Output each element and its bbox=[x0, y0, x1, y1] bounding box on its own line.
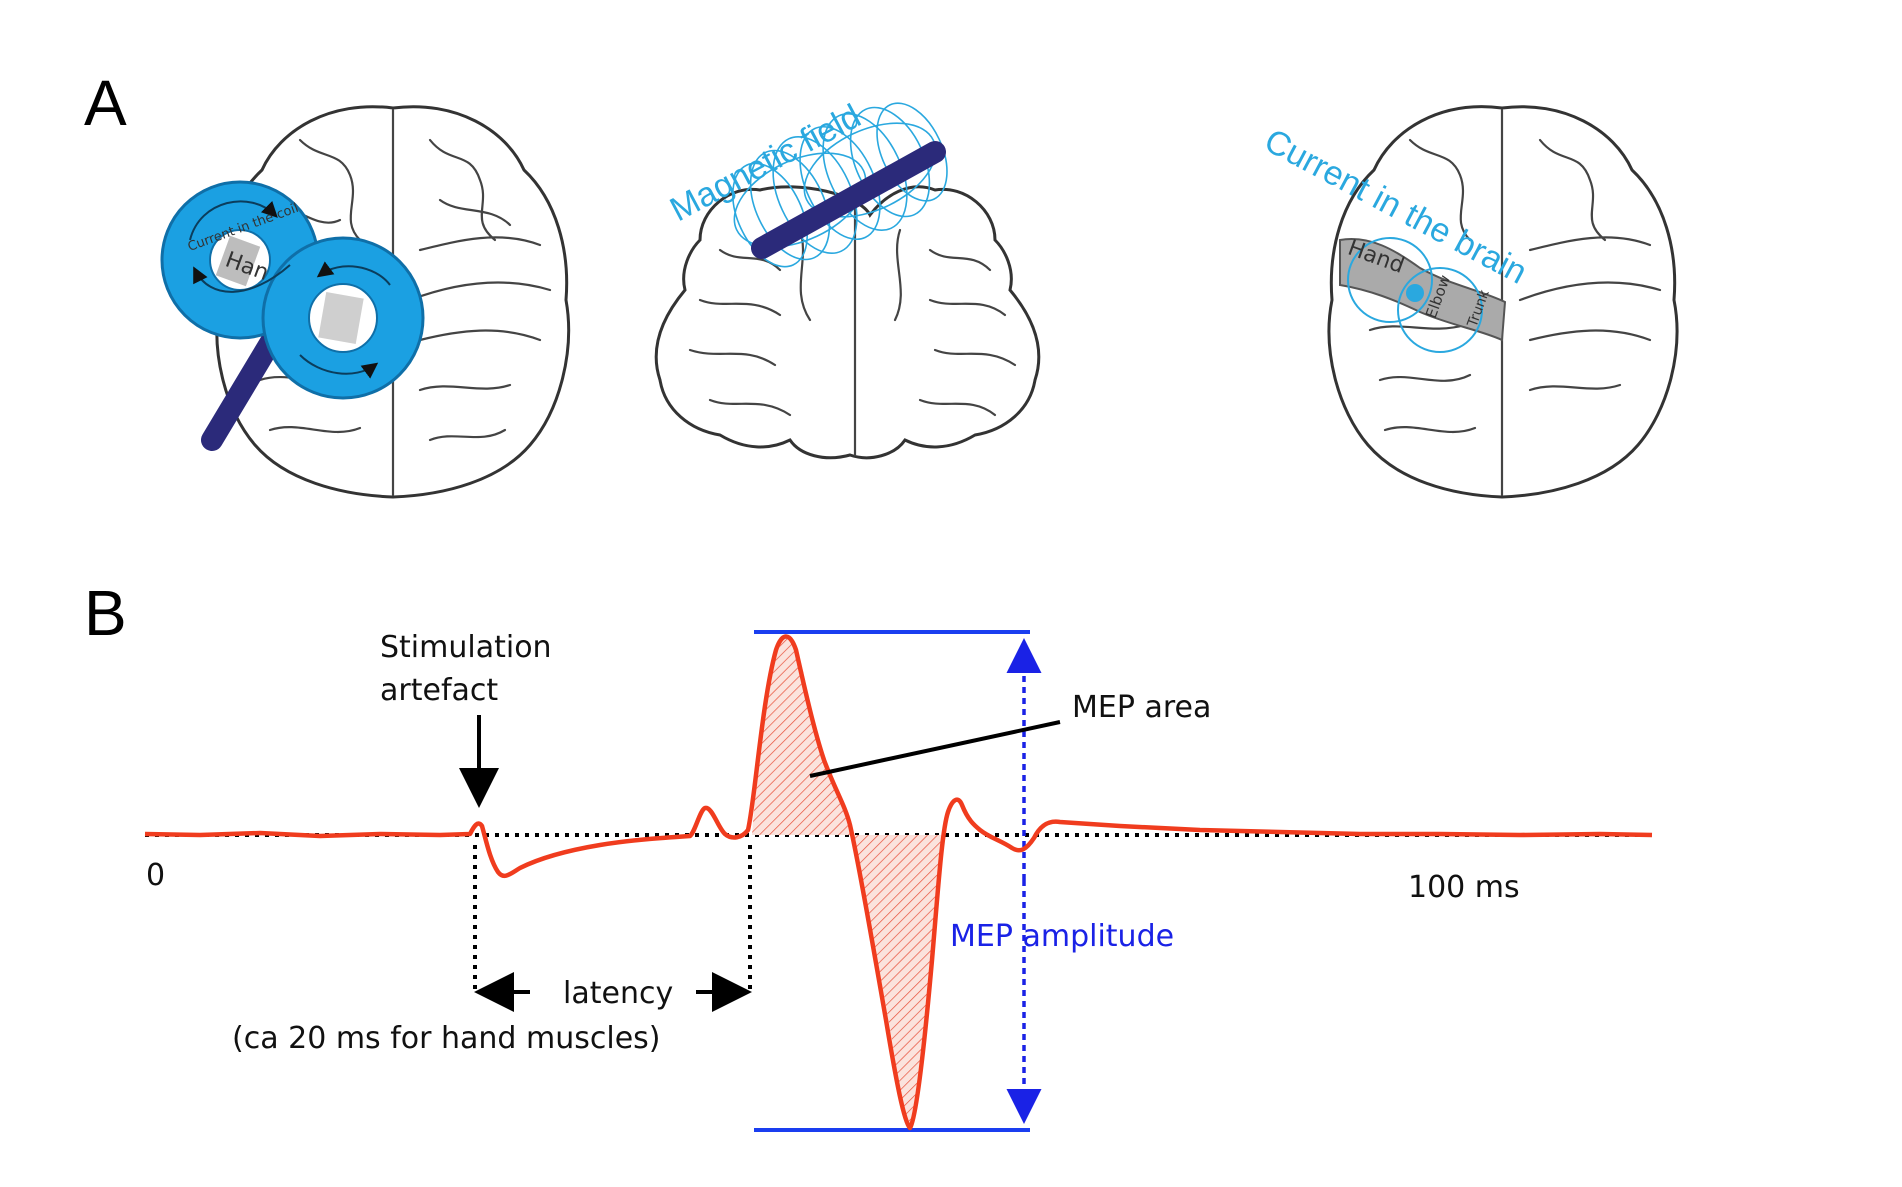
mep-amplitude-label: MEP amplitude bbox=[950, 919, 1174, 954]
latency-note: (ca 20 ms for hand muscles) bbox=[232, 1021, 660, 1056]
induced-current: Hand Elbow Trunk bbox=[1339, 236, 1507, 353]
x-end-label: 100 ms bbox=[1408, 870, 1520, 905]
mep-area-positive bbox=[752, 636, 852, 835]
x-start-label: 0 bbox=[146, 858, 165, 893]
emg-trace bbox=[144, 634, 1653, 1131]
panel-a-letter: A bbox=[84, 67, 127, 139]
brain-front-view bbox=[654, 185, 1041, 460]
panel-b-letter: B bbox=[84, 577, 127, 649]
magnetic-field bbox=[732, 102, 948, 268]
coil-handle bbox=[201, 324, 286, 451]
mep-area-leader bbox=[809, 720, 1061, 778]
latency-label: latency bbox=[563, 976, 673, 1011]
stimulation-label-line2: artefact bbox=[380, 673, 498, 708]
stimulation-label-line1: Stimulation bbox=[380, 630, 552, 665]
figure-eight-coil: Han Current in the coil bbox=[160, 180, 425, 451]
coil-bar-side-view bbox=[751, 141, 946, 259]
mep-area-label: MEP area bbox=[1072, 690, 1211, 725]
